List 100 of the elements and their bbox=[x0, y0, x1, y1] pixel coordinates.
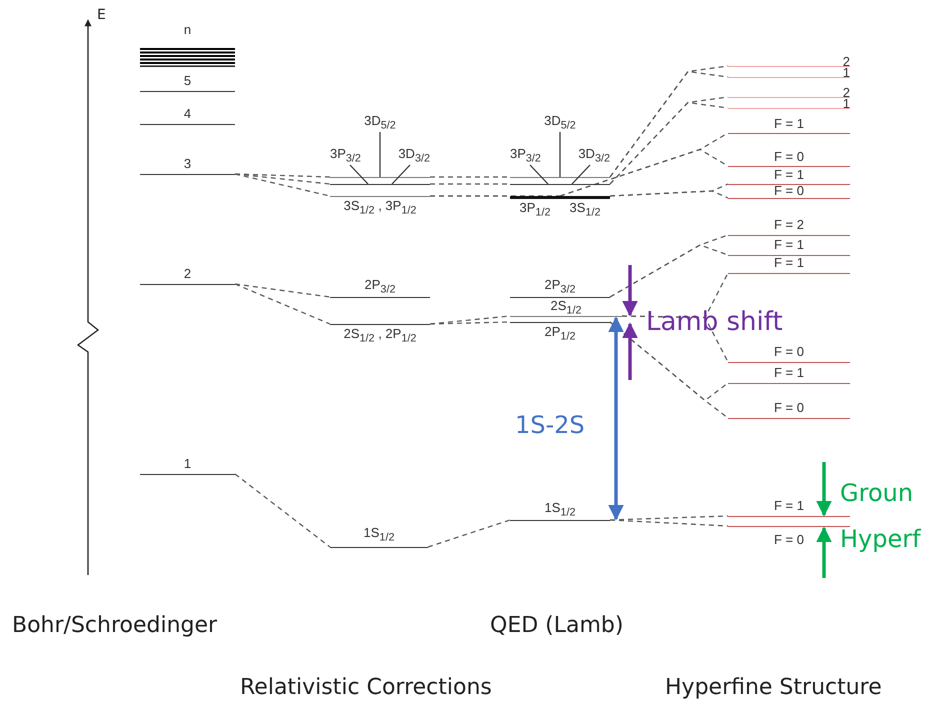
dashed-connector bbox=[234, 173, 330, 185]
double-arrow bbox=[608, 316, 624, 521]
energy-level bbox=[330, 113, 430, 178]
energy-level bbox=[728, 86, 850, 98]
level-label: 2 bbox=[842, 87, 850, 99]
level-label: F = 0 bbox=[773, 532, 805, 547]
energy-level bbox=[510, 279, 610, 298]
energy-level bbox=[728, 402, 850, 419]
energy-level bbox=[140, 75, 235, 92]
level-label: 2 bbox=[842, 56, 850, 68]
level-label: 1 bbox=[182, 456, 192, 471]
energy-level bbox=[560, 196, 610, 219]
dashed-connector bbox=[610, 244, 728, 298]
energy-level bbox=[728, 346, 850, 363]
level-label: n bbox=[182, 22, 192, 37]
annotation-text: Lamb shift bbox=[646, 308, 783, 337]
level-label: 2 bbox=[182, 266, 192, 281]
level-label: F = 2 bbox=[773, 217, 805, 232]
energy-level bbox=[728, 219, 850, 236]
level-label: 1 bbox=[842, 67, 850, 79]
level-label: 3D$_{3/2}$ bbox=[578, 146, 610, 167]
level-label: F = 1 bbox=[773, 255, 805, 270]
energy-level bbox=[330, 279, 430, 298]
level-label: 1S$_{1/2}$ bbox=[544, 500, 576, 521]
energy-level bbox=[728, 169, 850, 185]
level-label: 4 bbox=[182, 106, 192, 121]
level-label: F = 0 bbox=[773, 344, 805, 359]
level-label: 1S$_{1/2}$ bbox=[362, 525, 396, 546]
energy-level bbox=[510, 502, 610, 521]
arrow bbox=[622, 265, 638, 317]
level-label: F = 0 bbox=[773, 400, 805, 415]
energy-level bbox=[140, 108, 235, 125]
annotation-text: Hyperf bbox=[840, 526, 921, 552]
column-caption: Bohr/Schroedinger bbox=[12, 614, 218, 638]
energy-level bbox=[728, 66, 850, 78]
level-label: F = 0 bbox=[773, 149, 805, 164]
dashed-connector bbox=[234, 474, 330, 548]
level-label: 2P$_{1/2}$ bbox=[544, 324, 576, 345]
level-label: 3D$_{5/2}$ bbox=[363, 113, 397, 134]
level-label: 1 bbox=[842, 98, 850, 110]
level-label: 5 bbox=[182, 73, 192, 88]
energy-level bbox=[728, 118, 850, 134]
level-label: 3P$_{3/2}$ bbox=[330, 146, 361, 167]
arrow bbox=[622, 322, 638, 380]
energy-level bbox=[510, 146, 610, 185]
annotation-text: Groun bbox=[840, 480, 914, 506]
dashed-connector bbox=[428, 519, 510, 548]
energy-level bbox=[728, 257, 850, 274]
energy-level bbox=[330, 324, 430, 345]
column-caption: Relativistic Corrections bbox=[240, 676, 492, 700]
level-label: 3S$_{1/2}$ bbox=[568, 200, 602, 221]
energy-level bbox=[510, 300, 622, 317]
energy-level bbox=[140, 158, 235, 175]
dashed-connector bbox=[234, 283, 330, 298]
dashed-connector bbox=[234, 283, 330, 325]
level-label: 2S$_{1/2}$ , 2P$_{1/2}$ bbox=[342, 326, 418, 347]
level-label: 3P$_{3/2}$ bbox=[510, 146, 541, 167]
energy-level bbox=[510, 196, 560, 219]
level-label: 2S$_{1/2}$ bbox=[550, 298, 582, 319]
column-caption: Hyperfine Structure bbox=[665, 676, 882, 700]
level-label: F = 1 bbox=[773, 167, 805, 182]
energy-level bbox=[510, 113, 610, 178]
dashed-connector bbox=[610, 190, 728, 199]
energy-level bbox=[510, 322, 610, 343]
level-label: 3D$_{5/2}$ bbox=[543, 113, 577, 134]
energy-level bbox=[728, 151, 850, 167]
column-caption: QED (Lamb) bbox=[490, 614, 624, 638]
level-label: F = 0 bbox=[773, 183, 805, 198]
energy-level bbox=[330, 196, 430, 217]
dashed-connector bbox=[234, 173, 330, 197]
energy-level bbox=[728, 367, 850, 384]
level-label: F = 1 bbox=[773, 498, 805, 513]
energy-level bbox=[728, 55, 850, 67]
level-label: F = 1 bbox=[773, 116, 805, 131]
arrow bbox=[816, 526, 832, 578]
dashed-connector bbox=[622, 315, 729, 362]
energy-level bbox=[728, 185, 850, 199]
axis-label: E bbox=[97, 8, 106, 24]
level-label: 3P$_{1/2}$ bbox=[518, 200, 552, 221]
energy-level bbox=[728, 500, 850, 517]
dashed-connector bbox=[430, 183, 510, 185]
level-label: 2P$_{3/2}$ bbox=[544, 277, 576, 298]
edge-label: 1S-2S bbox=[515, 412, 585, 438]
energy-level bbox=[140, 458, 235, 475]
dashed-connector bbox=[610, 322, 728, 418]
level-label: 3D$_{3/2}$ bbox=[398, 146, 430, 167]
arrow bbox=[816, 462, 832, 517]
dashed-connector bbox=[610, 519, 728, 527]
dashed-connector bbox=[430, 195, 560, 197]
level-label: 2P$_{3/2}$ bbox=[364, 277, 396, 298]
energy-level bbox=[728, 239, 850, 256]
level-label: F = 1 bbox=[773, 237, 805, 252]
energy-level bbox=[330, 527, 428, 548]
level-label: F = 1 bbox=[773, 365, 805, 380]
energy-level bbox=[728, 97, 850, 109]
energy-level bbox=[140, 268, 235, 285]
level-label: 3S$_{1/2}$ , 3P$_{1/2}$ bbox=[342, 198, 418, 219]
level-label: 3 bbox=[182, 156, 192, 171]
energy-level bbox=[330, 146, 430, 185]
dashed-connector bbox=[430, 176, 510, 178]
